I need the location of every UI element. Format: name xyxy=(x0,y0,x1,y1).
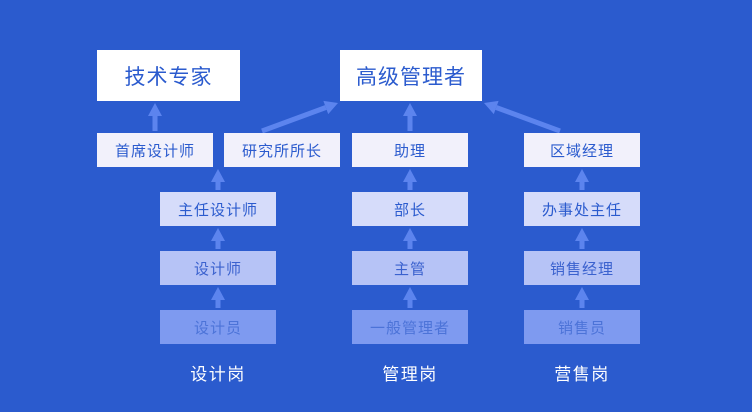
column-label-management-track: 管理岗 xyxy=(382,365,438,384)
node-sales-manager[interactable]: 销售经理 xyxy=(524,251,640,285)
node-lead-designer[interactable]: 主任设计师 xyxy=(160,192,276,226)
node-assistant[interactable]: 助理 xyxy=(352,133,468,167)
arrow-salesperson-to-sales-manager xyxy=(575,287,589,308)
node-institute-director[interactable]: 研究所所长 xyxy=(224,133,340,167)
node-label: 设计员 xyxy=(193,319,242,337)
node-designer[interactable]: 设计师 xyxy=(160,251,276,285)
node-label: 销售员 xyxy=(557,319,606,337)
node-chief-designer[interactable]: 首席设计师 xyxy=(97,133,213,167)
node-label: 主任设计师 xyxy=(177,201,258,219)
column-label-design-track: 设计岗 xyxy=(190,365,246,384)
node-label: 技术专家 xyxy=(124,65,213,89)
arrow-assistant-to-senior-manager xyxy=(403,103,417,131)
node-office-director[interactable]: 办事处主任 xyxy=(524,192,640,226)
node-regional-manager[interactable]: 区域经理 xyxy=(524,133,640,167)
arrow-junior-designer-to-designer xyxy=(211,287,225,308)
node-department-head[interactable]: 部长 xyxy=(352,192,468,226)
node-tech-expert[interactable]: 技术专家 xyxy=(97,50,240,101)
arrow-regional-manager-to-senior-manager xyxy=(484,100,561,134)
node-label: 设计师 xyxy=(193,260,242,278)
node-label: 区域经理 xyxy=(549,142,614,160)
node-label: 助理 xyxy=(393,142,426,160)
arrow-office-director-to-regional-mgr xyxy=(575,169,589,190)
node-label: 研究所所长 xyxy=(241,142,322,160)
node-general-manager[interactable]: 一般管理者 xyxy=(352,310,468,344)
arrow-institute-director-to-senior-mgr xyxy=(261,100,338,134)
arrow-designer-to-lead-designer xyxy=(211,228,225,249)
arrow-general-manager-to-supervisor xyxy=(403,287,417,308)
node-label: 主管 xyxy=(393,260,426,278)
node-senior-manager[interactable]: 高级管理者 xyxy=(340,50,482,101)
node-label: 一般管理者 xyxy=(369,319,450,337)
arrow-lead-designer-to-chief-designer xyxy=(211,169,225,190)
node-label: 办事处主任 xyxy=(541,201,622,219)
node-label: 销售经理 xyxy=(549,260,614,278)
node-label: 首席设计师 xyxy=(114,142,195,160)
node-supervisor[interactable]: 主管 xyxy=(352,251,468,285)
node-salesperson[interactable]: 销售员 xyxy=(524,310,640,344)
node-junior-designer[interactable]: 设计员 xyxy=(160,310,276,344)
node-label: 部长 xyxy=(393,201,426,219)
arrow-sales-manager-to-office-director xyxy=(575,228,589,249)
node-label: 高级管理者 xyxy=(356,65,466,89)
column-label-sales-track: 营售岗 xyxy=(554,365,610,384)
arrow-chief-designer-to-tech-expert xyxy=(148,103,162,131)
arrow-supervisor-to-department-head xyxy=(403,228,417,249)
arrow-department-head-to-assistant xyxy=(403,169,417,190)
